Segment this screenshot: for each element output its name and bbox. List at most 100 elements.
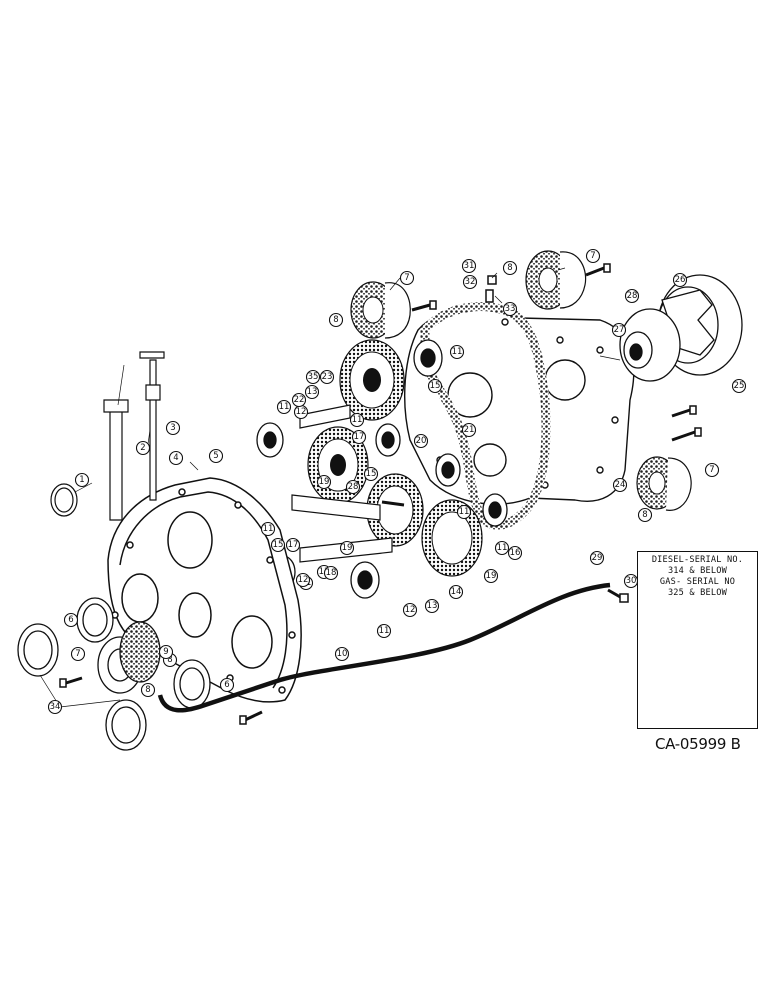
- svg-text:7: 7: [590, 251, 595, 261]
- svg-text:5: 5: [213, 451, 218, 461]
- callout-32: 32: [462, 274, 478, 290]
- serial-number-inset: DIESEL-SERIAL NO. 314 & BELOW GAS- SERIA…: [637, 551, 758, 729]
- coupling-assembly: [619, 274, 743, 382]
- svg-text:30: 30: [626, 576, 637, 586]
- callout-2: 2: [135, 440, 151, 456]
- svg-text:8: 8: [167, 655, 172, 665]
- callout-15a: 15: [427, 378, 443, 394]
- svg-text:15: 15: [366, 469, 377, 479]
- svg-text:12: 12: [298, 575, 309, 585]
- svg-text:8: 8: [642, 510, 647, 520]
- callout-15b: 15: [363, 466, 379, 482]
- callout-6a: 6: [63, 612, 79, 628]
- svg-text:13: 13: [427, 601, 438, 611]
- svg-text:12: 12: [296, 407, 307, 417]
- callout-15c: 15: [270, 537, 286, 553]
- callout-28b: 28: [345, 479, 361, 495]
- drive-chain: [420, 302, 551, 530]
- svg-text:31: 31: [464, 261, 475, 271]
- callout-10: 10: [334, 646, 350, 662]
- svg-text:17: 17: [288, 540, 299, 550]
- svg-text:28: 28: [348, 482, 359, 492]
- callout-33: 33: [502, 301, 518, 317]
- callout-6b: 6: [219, 677, 235, 693]
- callout-3: 3: [165, 420, 181, 436]
- svg-text:13: 13: [307, 387, 318, 397]
- callout-18: 18: [323, 565, 339, 581]
- svg-text:1: 1: [79, 475, 84, 485]
- svg-text:25: 25: [734, 381, 745, 391]
- svg-text:3: 3: [170, 423, 175, 433]
- callout-22: 22: [291, 392, 307, 408]
- callout-26: 26: [672, 272, 688, 288]
- bolts: [59, 263, 702, 725]
- svg-text:11: 11: [459, 507, 470, 517]
- tubes: [50, 351, 165, 521]
- inset-note: DIESEL-SERIAL NO. 314 & BELOW GAS- SERIA…: [638, 555, 757, 599]
- svg-text:32: 32: [465, 277, 476, 287]
- top-seal-left: [350, 281, 411, 339]
- callout-27: 27: [611, 322, 627, 338]
- callout-13a: 13: [304, 384, 320, 400]
- svg-text:29: 29: [592, 553, 603, 563]
- callout-24: 24: [612, 477, 628, 493]
- inset-line-1: DIESEL-SERIAL NO.: [651, 555, 744, 565]
- callout-19b: 19: [316, 474, 332, 490]
- svg-text:8: 8: [507, 263, 512, 273]
- gear-upper: [339, 339, 405, 421]
- callout-12c: 12: [402, 602, 418, 618]
- svg-text:10: 10: [337, 649, 348, 659]
- callout-23: 23: [319, 369, 335, 385]
- gear-lower: [421, 499, 483, 577]
- callout-7a: 7: [399, 270, 415, 286]
- svg-text:35: 35: [308, 372, 319, 382]
- oil-line: [157, 582, 611, 713]
- svg-text:26: 26: [675, 275, 686, 285]
- svg-text:11: 11: [352, 415, 363, 425]
- svg-text:33: 33: [505, 304, 516, 314]
- svg-text:21: 21: [464, 425, 475, 435]
- callout-25: 25: [731, 378, 747, 394]
- callout-17b: 17: [351, 429, 367, 445]
- inset-line-3: GAS- SERIAL NO: [659, 577, 736, 587]
- svg-text:27: 27: [614, 325, 625, 335]
- callout-12b: 12: [295, 572, 311, 588]
- svg-text:11: 11: [497, 543, 508, 553]
- callout-19c: 19: [483, 568, 499, 584]
- svg-text:28: 28: [627, 291, 638, 301]
- svg-text:19: 19: [319, 477, 330, 487]
- svg-text:6: 6: [224, 680, 229, 690]
- callout-11h: 11: [494, 540, 510, 556]
- callout-8c: 8: [637, 507, 653, 523]
- callout-7d: 7: [70, 646, 86, 662]
- svg-text:17: 17: [354, 432, 365, 442]
- drawing-id: CA-05999 B: [655, 735, 741, 753]
- svg-text:19: 19: [486, 571, 497, 581]
- inset-line-4: 325 & BELOW: [667, 588, 728, 598]
- callout-17a: 17: [285, 537, 301, 553]
- inset-line-2: 314 & BELOW: [667, 566, 728, 576]
- callout-31: 31: [461, 258, 477, 274]
- svg-text:18: 18: [326, 568, 337, 578]
- callout-28: 28: [624, 288, 640, 304]
- svg-text:11: 11: [452, 347, 463, 357]
- svg-text:7: 7: [709, 465, 714, 475]
- callout-11g: 11: [376, 623, 392, 639]
- callout-9: 9: [158, 644, 174, 660]
- svg-text:11: 11: [263, 524, 274, 534]
- svg-text:19: 19: [342, 543, 353, 553]
- front-housing-plate: [107, 477, 302, 703]
- svg-text:14: 14: [451, 587, 462, 597]
- callout-34: 34: [47, 699, 63, 715]
- callout-8a: 8: [328, 312, 344, 328]
- svg-text:6: 6: [68, 615, 73, 625]
- callout-7b: 7: [585, 248, 601, 264]
- callout-20: 20: [413, 433, 429, 449]
- svg-text:11: 11: [379, 626, 390, 636]
- right-seal-lower: [636, 456, 692, 511]
- callout-8d: 8: [140, 682, 156, 698]
- svg-text:13: 13: [319, 567, 330, 577]
- callout-4: 4: [168, 450, 184, 466]
- gear-middle: [366, 473, 424, 547]
